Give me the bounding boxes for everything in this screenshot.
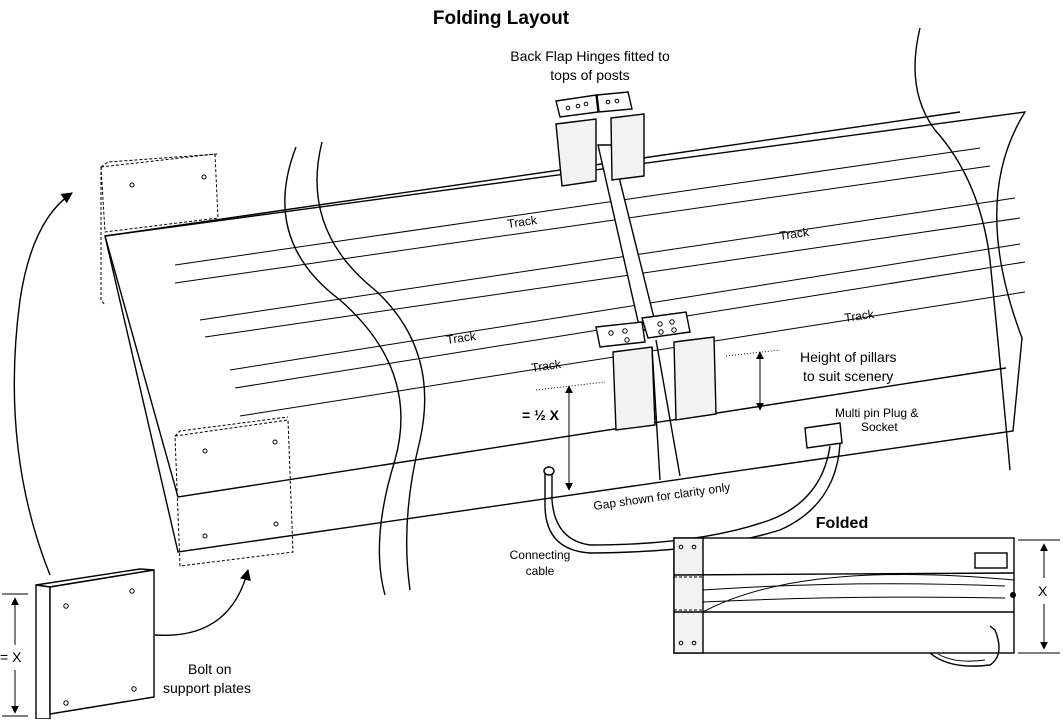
folded-end-plate xyxy=(673,537,704,654)
plates-label-1: Bolt on xyxy=(188,661,232,677)
pillar-height-guide xyxy=(725,349,781,357)
gap-edge-right xyxy=(655,339,681,477)
plug-socket-box xyxy=(804,422,843,449)
track-line xyxy=(174,165,991,284)
pillar-right xyxy=(673,336,717,421)
track-label: Track xyxy=(530,357,562,375)
plug-label-2: Socket xyxy=(861,420,898,434)
folded-cable xyxy=(929,625,1000,667)
track-line xyxy=(204,217,1021,338)
break-line-left-b xyxy=(316,141,426,591)
support-plate-fitted-top xyxy=(100,153,219,306)
pillar-left xyxy=(612,346,656,431)
folded-outline xyxy=(673,537,1015,654)
lower-hinge-right xyxy=(641,311,691,339)
track-label: Track xyxy=(843,307,875,325)
arrow-to-bottom-plate xyxy=(154,568,251,637)
arrow-to-top-plate xyxy=(13,192,73,576)
break-line-right xyxy=(914,27,1011,471)
folded-view xyxy=(673,537,1016,667)
folded-plug xyxy=(1010,592,1016,598)
hinges-label-2: tops of posts xyxy=(550,67,629,83)
pillar-height-label-1: Height of pillars xyxy=(800,349,897,365)
cable-label-2: cable xyxy=(526,564,555,578)
folded-title: Folded xyxy=(816,515,868,532)
hinges-label-1: Back Flap Hinges fitted to xyxy=(510,48,670,64)
folded-x-label: X xyxy=(1038,583,1048,599)
plug-label-1: Multi pin Plug & xyxy=(835,406,918,420)
baseboard-front-edge xyxy=(104,235,1007,498)
track-label: Track xyxy=(445,329,477,347)
support-plate-loose xyxy=(35,568,155,720)
back-flap xyxy=(555,91,717,481)
lower-hinge-left xyxy=(595,321,646,348)
half-x-label: = ½ X xyxy=(522,407,560,423)
track-label: Track xyxy=(506,213,538,231)
support-plate-fitted-bottom xyxy=(174,416,294,567)
cable-end xyxy=(543,466,555,476)
gap-edge-left xyxy=(651,346,661,481)
top-post-right xyxy=(610,113,645,181)
baseboard-outline xyxy=(104,111,1027,553)
diagram-title: Folding Layout xyxy=(433,8,570,29)
top-hinge-left xyxy=(555,94,599,118)
back-rail xyxy=(104,111,961,237)
track-line xyxy=(229,243,1021,371)
pillar-height-label-2: to suit scenery xyxy=(803,368,893,384)
plates-label-2: support plates xyxy=(163,680,251,696)
track-line xyxy=(174,147,981,266)
half-x-guide xyxy=(535,381,606,391)
break-line-left-a xyxy=(284,146,402,596)
top-post-left xyxy=(555,118,597,187)
cable-label-1: Connecting xyxy=(510,548,571,562)
track-label: Track xyxy=(778,225,810,243)
folded-socket xyxy=(974,552,1008,569)
top-hinge-right xyxy=(596,91,633,113)
eq-x-label: = X xyxy=(0,649,22,665)
track-line xyxy=(199,197,1016,321)
